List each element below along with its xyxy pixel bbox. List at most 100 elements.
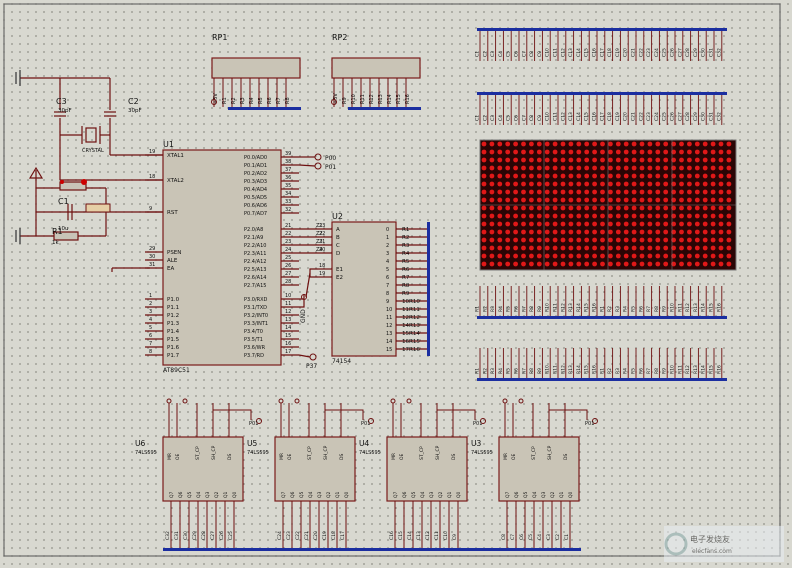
led-dot <box>481 261 487 267</box>
gnd-terminal <box>301 294 307 300</box>
row-pin-label: R13 <box>568 303 574 312</box>
led-dot <box>536 197 542 203</box>
led-dot <box>671 205 676 211</box>
led-dot <box>560 181 566 187</box>
shift-register-vcc-terminal <box>166 398 172 404</box>
shift-register-output-name: Q4 <box>420 491 426 498</box>
led-dot <box>671 157 676 163</box>
column-pin-label: C8 <box>529 115 535 121</box>
led-dot <box>584 173 590 179</box>
led-dot <box>560 173 566 179</box>
u2-output-index: 4 <box>386 259 389 265</box>
led-dot <box>710 165 716 171</box>
led-dot <box>544 181 550 187</box>
led-dot <box>576 173 582 179</box>
column-pin-label: C21 <box>631 48 637 57</box>
u1-pin-number: 6 <box>149 333 152 339</box>
rp-pin-label: R6 <box>267 97 273 104</box>
led-dot <box>631 149 637 155</box>
led-dot <box>694 213 700 219</box>
led-dot <box>655 197 661 203</box>
led-dot <box>481 141 487 147</box>
shift-register-output-label: C27 <box>210 531 216 540</box>
c2-value: 30pF <box>128 108 142 114</box>
c1-value: 10u <box>58 226 68 232</box>
shift-register-input-name: SH_CP <box>547 445 553 460</box>
ea-wire <box>111 267 150 272</box>
led-dot <box>513 253 518 259</box>
led-dot <box>544 197 550 203</box>
led-dot <box>623 149 629 155</box>
row-pin-label: R7 <box>521 306 527 312</box>
led-dot <box>687 253 692 259</box>
row-pin-label: R4 <box>623 306 629 312</box>
led-dot <box>631 237 637 243</box>
led-dot <box>702 237 708 243</box>
column-pin-label: C20 <box>623 48 629 57</box>
led-dot <box>608 221 613 227</box>
led-dot <box>536 205 542 211</box>
led-dot <box>647 253 653 259</box>
rp2-resistor-pack[interactable] <box>331 57 421 79</box>
shift-register-input-name: ST_CP <box>195 446 201 460</box>
row-bus-1 <box>477 316 727 319</box>
led-dot <box>694 157 700 163</box>
shift-register-input-name: DS <box>227 454 233 460</box>
column-pin-label: C15 <box>584 112 590 121</box>
watermark-logo: 电子发烧友 elecfans.com <box>664 526 784 562</box>
led-dot <box>584 261 590 267</box>
u2-decoder-chip[interactable] <box>331 221 397 357</box>
u1-pin-number: 29 <box>149 246 155 252</box>
led-dot <box>671 261 676 267</box>
led-dot <box>687 245 692 251</box>
led-dot <box>623 205 629 211</box>
led-dot <box>529 253 534 259</box>
led-dot <box>576 245 582 251</box>
led-dot <box>702 229 708 235</box>
led-dot <box>702 141 708 147</box>
row-pin-label: R13 <box>693 303 699 312</box>
column-pin-label: C17 <box>599 48 605 57</box>
shift-register-part: 74LS595 <box>135 450 157 456</box>
led-dot <box>608 245 613 251</box>
shift-register-input-name: MR <box>503 453 509 460</box>
led-dot <box>600 157 605 163</box>
led-dot <box>679 189 684 195</box>
led-dot <box>513 261 518 267</box>
u1-pin-number: 32 <box>285 207 291 213</box>
shift-register-output-name: Q6 <box>290 491 296 498</box>
led-dot <box>497 189 503 195</box>
u1-mcu-chip[interactable] <box>162 149 282 366</box>
shift-register-cascade-wire <box>324 409 364 420</box>
u1-pin-name: P2.0/A8 <box>244 227 263 233</box>
row-pin-label: R16 <box>716 365 722 374</box>
led-dot <box>505 237 511 243</box>
led-dot <box>671 237 676 243</box>
led-dot <box>521 213 526 219</box>
u1-pin-name: P3.3/INT1 <box>244 321 268 327</box>
led-dot <box>544 229 550 235</box>
rp-pin-label: R13 <box>378 94 384 104</box>
shift-register-net-label: P01 <box>585 421 594 427</box>
led-dot <box>521 237 526 243</box>
rp-pin-label: R15 <box>396 94 402 104</box>
u1-pin-name: P3.2/INT0 <box>244 313 268 319</box>
led-dot <box>671 173 676 179</box>
led-dot <box>592 165 597 171</box>
u2-net-label: Z3 <box>316 239 323 245</box>
rp1-resistor-pack[interactable] <box>211 57 301 79</box>
led-dot <box>663 181 669 187</box>
led-dot <box>694 197 700 203</box>
led-dot <box>513 221 518 227</box>
led-dot <box>687 197 692 203</box>
led-dot <box>489 197 495 203</box>
led-dot <box>615 229 621 235</box>
u2-output-label: R4 <box>402 251 410 257</box>
led-dot <box>639 189 645 195</box>
column-bus-1 <box>477 28 727 31</box>
led-dot <box>710 229 716 235</box>
u2-output-index: 9 <box>386 299 389 305</box>
column-pin-label: C27 <box>677 112 683 121</box>
rp-pin-label: R16 <box>405 94 411 104</box>
